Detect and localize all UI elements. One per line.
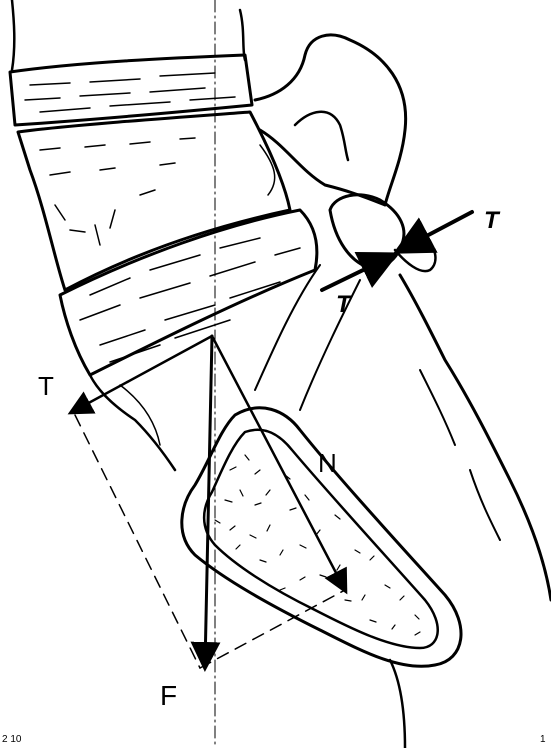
footer-right-text: 1 [540,734,546,745]
articular-process [255,35,406,205]
lamina-outline [400,275,551,600]
trabecular-texture [215,455,420,635]
label-t-left: T [38,371,54,401]
lower-disc [60,210,317,375]
footer-left-text: 2 10 [2,734,21,745]
lower-vertebra-outline [90,375,175,470]
label-n: N [318,448,337,478]
label-t-upper: T [484,207,501,234]
label-t-lower: T [336,291,353,318]
facet-shadow [260,145,275,195]
lower-bone-outline [390,660,405,748]
force-vectors [72,336,345,666]
lamina-detail [420,370,500,540]
force-f-arrow [205,336,212,666]
pars-line [255,265,360,410]
pars-interarticularis-outer [182,408,461,667]
articular-notch [295,112,348,160]
facet-t-arrow-upper [400,212,472,250]
label-f: F [160,680,177,711]
